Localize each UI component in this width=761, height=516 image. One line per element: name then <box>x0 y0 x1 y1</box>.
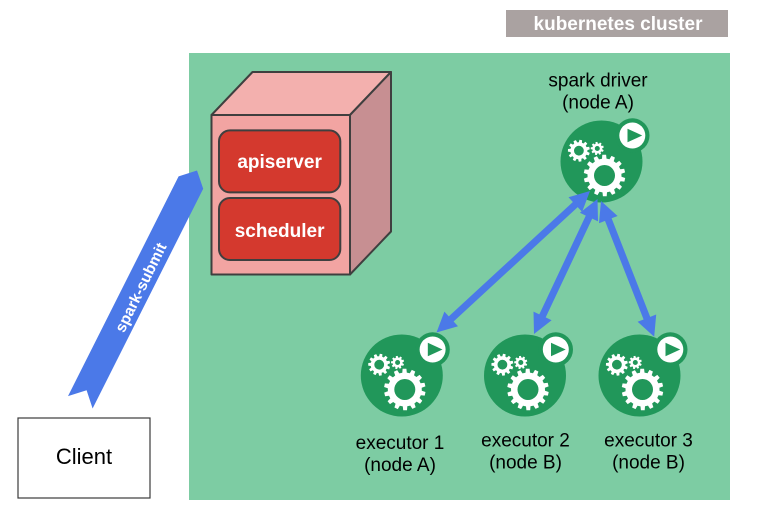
svg-text:(node A): (node A) <box>364 455 436 476</box>
svg-text:kubernetes cluster: kubernetes cluster <box>534 14 704 35</box>
svg-text:apiserver: apiserver <box>237 152 322 173</box>
svg-text:executor 2: executor 2 <box>481 431 570 452</box>
svg-text:(node A): (node A) <box>562 93 634 114</box>
svg-text:executor 1: executor 1 <box>356 433 445 454</box>
svg-text:(node B): (node B) <box>612 453 685 474</box>
svg-text:spark driver: spark driver <box>548 71 648 92</box>
svg-text:Client: Client <box>56 444 112 469</box>
svg-text:(node B): (node B) <box>489 453 562 474</box>
svg-text:scheduler: scheduler <box>235 221 325 242</box>
svg-text:executor 3: executor 3 <box>604 431 693 452</box>
